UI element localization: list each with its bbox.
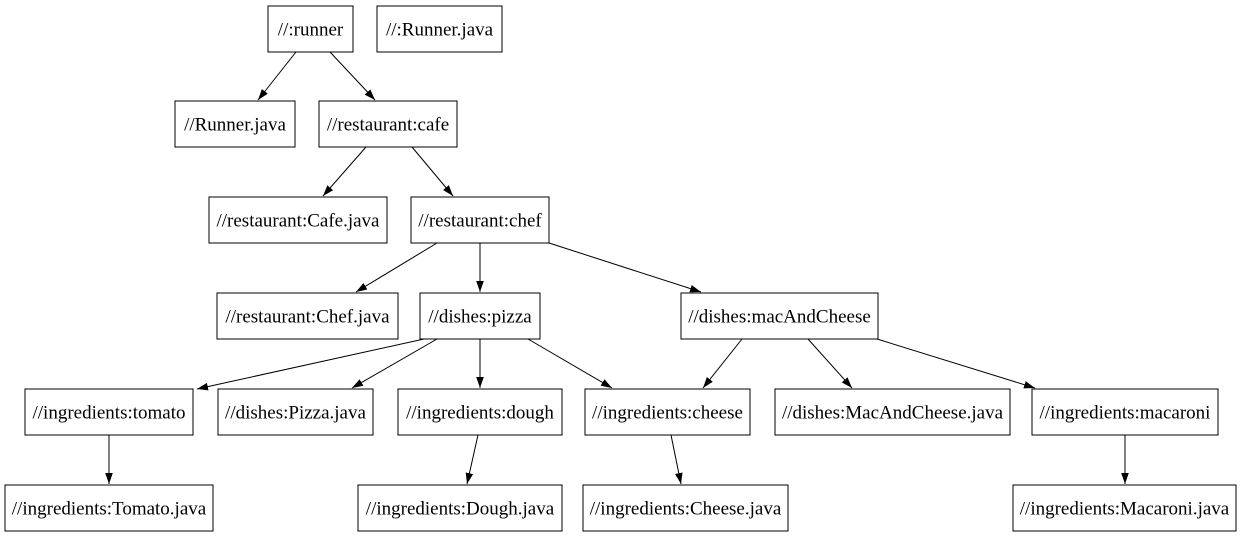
node-label-runner-java-label: //:Runner.java [386, 20, 494, 41]
node-label-macaroni: //ingredients:macaroni [1040, 403, 1211, 424]
node-box-dough-java [357, 484, 563, 532]
node-label-dough-java: //ingredients:Dough.java [366, 499, 555, 520]
node-label-pizza-java: //dishes:Pizza.java [225, 403, 366, 424]
node-cheese: //ingredients:cheese [584, 388, 751, 436]
node-box-runner [267, 5, 354, 53]
node-label-macaroni-java: //ingredients:Macaroni.java [1020, 499, 1230, 520]
node-box-macandcheese [680, 292, 879, 340]
node-label-cafe-java: //restaurant:Cafe.java [216, 211, 380, 232]
edge-macandcheese-to-macaroni [876, 338, 1036, 389]
node-label-cafe: //restaurant:cafe [327, 115, 449, 136]
node-label-tomato: //ingredients:tomato [32, 403, 185, 424]
edge-dough-to-dough-java [465, 434, 479, 485]
node-box-pizza [419, 292, 541, 340]
node-box-runner-java-label [376, 5, 503, 53]
node-cheese-java: //ingredients:Cheese.java [582, 484, 789, 532]
node-macandcheese-java: //dishes:MacAndCheese.java [774, 388, 1011, 436]
node-tomato-java: //ingredients:Tomato.java [4, 484, 214, 532]
node-box-cafe-java [208, 196, 388, 244]
edge-chef-to-chef-java [355, 242, 438, 293]
node-label-chef: //restaurant:chef [418, 211, 542, 232]
node-box-tomato [24, 388, 194, 436]
edge-pizza-to-pizza-java [351, 338, 438, 389]
node-runner-java-label: //:Runner.java [376, 5, 503, 53]
node-box-macandcheese-java [774, 388, 1011, 436]
node-macaroni: //ingredients:macaroni [1031, 388, 1219, 436]
edge-macandcheese-to-macandcheese-java [807, 338, 853, 389]
node-label-cheese: //ingredients:cheese [592, 403, 743, 424]
node-cafe-java: //restaurant:Cafe.java [208, 196, 388, 244]
edge-cafe-to-cafe-java [322, 146, 367, 197]
edge-runner-to-cafe [329, 51, 376, 101]
node-cafe: //restaurant:cafe [318, 100, 458, 148]
node-label-macandcheese: //dishes:macAndCheese [688, 307, 871, 328]
node-label-dough: //ingredients:dough [406, 403, 554, 424]
node-label-cheese-java: //ingredients:Cheese.java [590, 499, 782, 520]
node-macaroni-java: //ingredients:Macaroni.java [1012, 484, 1237, 532]
node-box-runner-java [174, 100, 296, 148]
node-box-macaroni [1031, 388, 1219, 436]
node-box-macaroni-java [1012, 484, 1237, 532]
edge-pizza-to-cheese [527, 338, 613, 389]
node-label-chef-java: //restaurant:Chef.java [225, 307, 390, 328]
edge-chef-to-macandcheese [548, 242, 702, 293]
node-label-runner: //:runner [278, 20, 344, 41]
edge-cafe-to-chef [411, 146, 454, 197]
node-chef: //restaurant:chef [410, 196, 550, 244]
nodes-layer: //:runner //:Runner.java //Runner.java //re… [4, 5, 1237, 532]
edge-pizza-to-tomato [196, 338, 425, 391]
node-pizza: //dishes:pizza [419, 292, 541, 340]
node-box-tomato-java [4, 484, 214, 532]
node-runner: //:runner [267, 5, 354, 53]
node-box-dough [397, 388, 563, 436]
edge-runner-to-runner-java [257, 51, 297, 101]
node-label-pizza: //dishes:pizza [428, 307, 532, 328]
node-box-chef [410, 196, 550, 244]
node-dough: //ingredients:dough [397, 388, 563, 436]
node-box-cheese [584, 388, 751, 436]
node-label-macandcheese-java: //dishes:MacAndCheese.java [782, 403, 1004, 424]
node-runner-java: //Runner.java [174, 100, 296, 148]
node-label-runner-java: //Runner.java [184, 115, 286, 136]
node-box-chef-java [216, 292, 399, 340]
node-chef-java: //restaurant:Chef.java [216, 292, 399, 340]
edge-cheese-to-cheese-java [670, 434, 683, 485]
edge-macandcheese-to-cheese [702, 338, 743, 389]
node-box-cafe [318, 100, 458, 148]
node-label-tomato-java: //ingredients:Tomato.java [12, 499, 207, 520]
node-box-cheese-java [582, 484, 789, 532]
node-macandcheese: //dishes:macAndCheese [680, 292, 879, 340]
node-box-pizza-java [217, 388, 374, 436]
node-tomato: //ingredients:tomato [24, 388, 194, 436]
node-dough-java: //ingredients:Dough.java [357, 484, 563, 532]
node-pizza-java: //dishes:Pizza.java [217, 388, 374, 436]
edges-layer [105, 51, 1129, 485]
